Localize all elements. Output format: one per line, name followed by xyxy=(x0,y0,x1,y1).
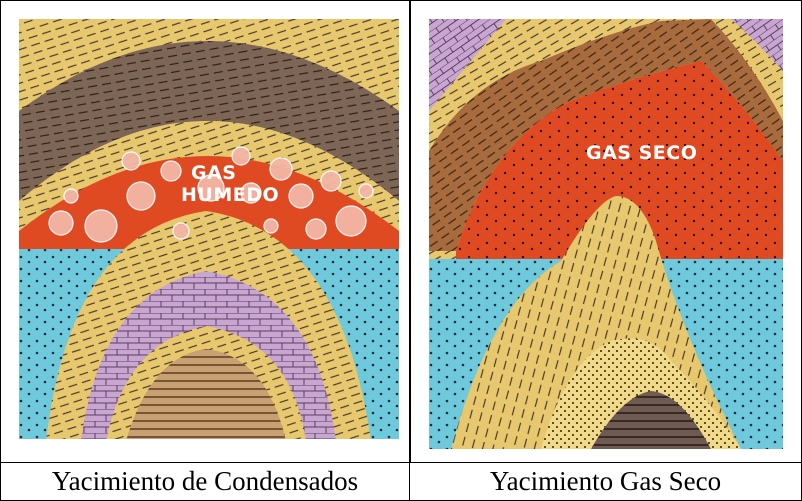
gas-humedo-line1: GAS xyxy=(191,162,236,184)
caption-condensate: Yacimiento de Condensados xyxy=(0,462,410,501)
gas-bubbles xyxy=(48,146,374,243)
gas-seco-label: GAS SECO xyxy=(586,142,697,164)
caption-dry-gas: Yacimiento Gas Seco xyxy=(409,462,802,501)
condensate-diagram: GAS HUMEDO xyxy=(19,19,399,439)
panel-dry-gas-reservoir: GAS SECO xyxy=(410,0,802,463)
panel-condensate-reservoir: GAS HUMEDO xyxy=(0,0,410,463)
dry-gas-diagram: GAS SECO xyxy=(429,19,783,449)
gas-humedo-line2: HUMEDO xyxy=(181,184,279,206)
